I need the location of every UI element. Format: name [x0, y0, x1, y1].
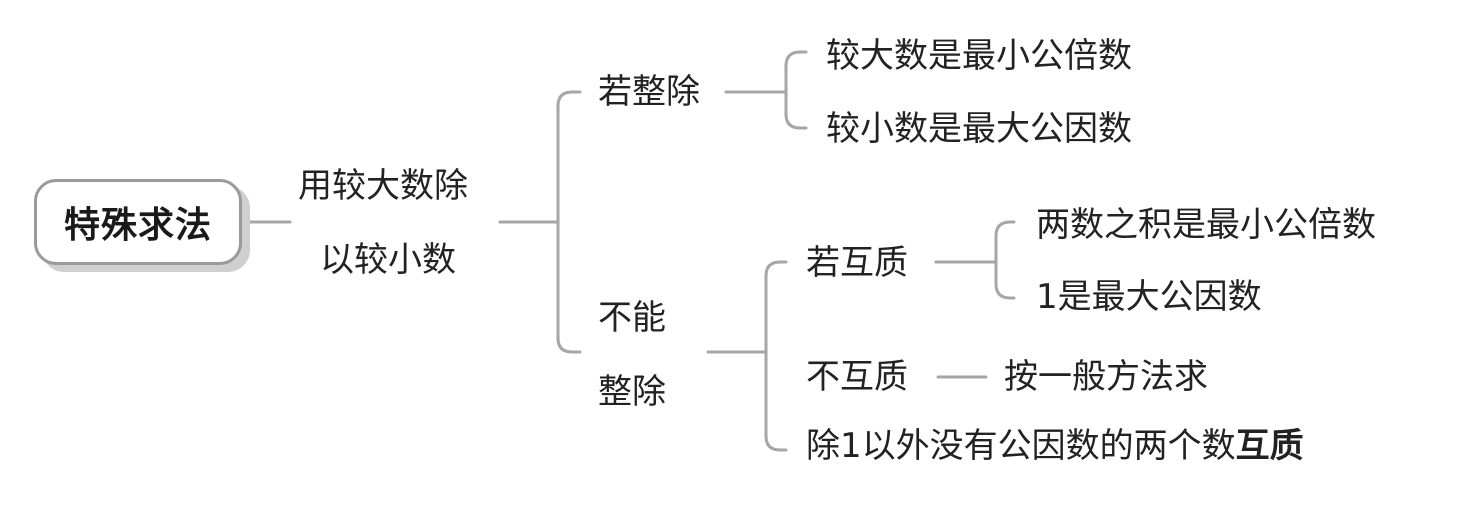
coprime-definition-text: 除1以外没有公因数的两个数	[806, 426, 1236, 466]
coprime-definition: 除1以外没有公因数的两个数互质	[806, 426, 1304, 466]
method-line1: 用较大数除	[298, 166, 468, 206]
bracket-not-divisible	[764, 260, 788, 452]
root-node: 特殊求法	[34, 179, 242, 265]
bracket-main	[556, 90, 582, 354]
bracket-coprime	[994, 220, 1016, 300]
divisible-lcm: 较大数是最小公倍数	[826, 36, 1132, 76]
coprime-gcd: 1是最大公因数	[1036, 277, 1262, 317]
not-divisible-line2: 整除	[598, 372, 666, 412]
not-coprime-rule: 按一般方法求	[1004, 357, 1208, 397]
not-coprime-label: 不互质	[806, 357, 908, 397]
divisible-gcd: 较小数是最大公因数	[826, 109, 1132, 149]
coprime-label: 若互质	[806, 243, 908, 283]
coprime-lcm: 两数之积是最小公倍数	[1036, 205, 1376, 245]
bracket-divisible	[784, 50, 808, 130]
method-line2: 以较小数	[320, 240, 456, 280]
root-label: 特殊求法	[63, 205, 212, 246]
not-divisible-line1: 不能	[598, 298, 666, 338]
coprime-definition-term: 互质	[1235, 426, 1304, 466]
divisible-label: 若整除	[598, 72, 700, 112]
